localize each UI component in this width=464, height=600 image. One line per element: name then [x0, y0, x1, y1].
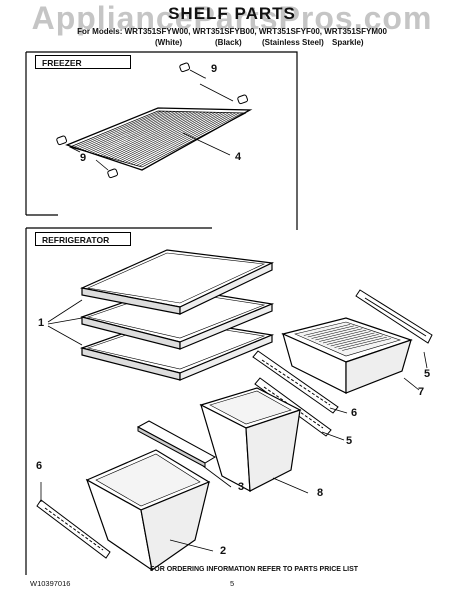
models-line: For Models: WRT351SFYW00, WRT351SFYB00, …: [77, 27, 387, 36]
callout-2: 2: [220, 545, 227, 557]
callout-6-left: 6: [36, 460, 43, 472]
callout-6-right: 6: [351, 407, 358, 419]
callout-5-mid: 5: [346, 435, 353, 447]
refrigerator-section-label: REFRIGERATOR: [35, 232, 131, 246]
callout-3: 3: [238, 481, 245, 493]
callout-9-top: 9: [211, 63, 218, 75]
color-black: (Black): [215, 38, 242, 47]
callout-1-leaders: [47, 299, 83, 346]
watermark-text: AppliancePartsPros.com: [31, 0, 433, 36]
drawer-slide-bracket-top: [355, 289, 433, 344]
drawer-rail-right: [252, 350, 339, 414]
callout-7: 7: [418, 386, 425, 398]
callout-1: 1: [38, 317, 45, 329]
color-stainless: (Stainless Steel): [262, 38, 324, 47]
callout-8: 8: [317, 487, 324, 499]
document-number: W10397016: [30, 579, 71, 588]
freezer-shelf-end-caps: [56, 62, 249, 179]
freezer-section-label: FREEZER: [35, 55, 131, 69]
freezer-wire-shelf: [65, 107, 253, 171]
freezer-leader-lines: [69, 69, 234, 171]
crisper-drawer-right: [199, 387, 302, 493]
freezer-frame-top: [26, 51, 298, 230]
glass-shelves: [79, 249, 275, 381]
color-white: (White): [155, 38, 183, 47]
crisper-drawer-left: [85, 449, 211, 572]
glass-shelf-top: [80, 249, 275, 315]
callout-9-bottom: 9: [80, 152, 87, 164]
fridge-leader-lines: [40, 351, 428, 552]
page-number: 5: [230, 579, 235, 588]
drawer-rail-left: [36, 499, 111, 559]
color-sparkle: Sparkle): [332, 38, 364, 47]
callout-4: 4: [235, 151, 242, 163]
deli-drawer: [281, 317, 413, 394]
callout-5-top: 5: [424, 368, 431, 380]
ordering-note: FOR ORDERING INFORMATION REFER TO PARTS …: [150, 566, 359, 573]
page-title: SHELF PARTS: [168, 4, 296, 23]
